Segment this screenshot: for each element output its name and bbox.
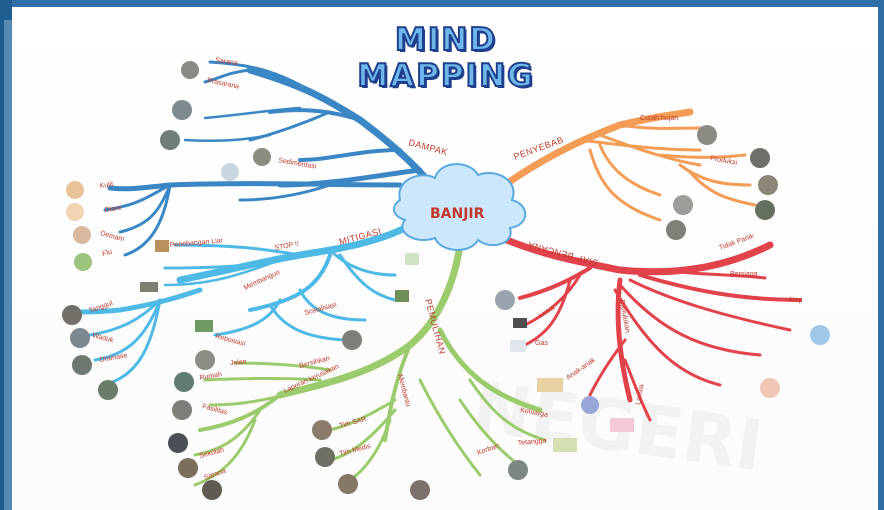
siap-item-8: Lansia [635, 384, 645, 406]
thumbnail-image [70, 328, 90, 348]
siap-item-1: Tidak Panik [718, 233, 755, 252]
thumbnail-image [342, 330, 362, 350]
page-title: MIND MAPPING [356, 21, 535, 95]
thumbnail-image [495, 290, 515, 310]
penyebab-item-2: Produksi [710, 155, 738, 167]
pemulihan-item-11: Keluarga [520, 407, 549, 419]
thumbnail-image [179, 59, 201, 81]
top-border [0, 0, 884, 7]
thumbnail-image [160, 130, 180, 150]
mitigasi-item-4: Reboisasi [214, 333, 246, 348]
branch-pemulihan [193, 241, 547, 487]
thumbnail-image [395, 290, 409, 302]
thumbnail-image [72, 355, 92, 375]
thumbnail-image [140, 282, 158, 292]
siap-item-7: Anak-anak [565, 356, 597, 381]
thumbnail-image [338, 474, 358, 494]
thumbnail-image [610, 418, 634, 432]
branch-penyebab [501, 108, 757, 222]
thumbnail-image [62, 305, 82, 325]
center-node: BANJIR [392, 163, 527, 251]
mitigasi-sublabel: STOP !! [274, 241, 300, 252]
thumbnail-image [168, 433, 188, 453]
left-border-highlight [4, 20, 12, 510]
thumbnail-image [810, 325, 830, 345]
thumbnail-image [195, 320, 213, 332]
siap-item-3: Atap [788, 297, 803, 304]
thumbnail-image [697, 125, 717, 145]
thumbnail-image [174, 372, 194, 392]
branch-dampak [103, 60, 444, 257]
thumbnail-image [513, 318, 527, 328]
dampak-item-4: Kulit [99, 181, 114, 190]
siap-item-5: Gas [535, 340, 548, 347]
dampak-label: DAMPAK [407, 137, 449, 157]
thumbnail-image [758, 175, 778, 195]
mitigasi-item-1: Penebangan Liar [170, 237, 224, 249]
mitigasi-item-6: Waduk [91, 332, 114, 344]
penyebab-item-1: Curah hujan [640, 115, 678, 122]
pemulihan-item-8: Membantu [396, 374, 411, 408]
thumbnail-image [66, 181, 84, 199]
penyebab-label: PENYEBAB [512, 135, 565, 162]
thumbnail-image [666, 220, 686, 240]
thumbnail-image [155, 240, 169, 252]
right-border [878, 0, 884, 510]
dampak-item-7: Flu [102, 249, 113, 258]
thumbnail-image [202, 480, 222, 500]
thumbnail-image [74, 253, 92, 271]
branch-siap-bencana [491, 231, 802, 422]
pemulihan-item-10: Tim Medis [339, 443, 372, 458]
dampak-item-2: Prasarana [207, 77, 240, 91]
thumbnail-image [510, 340, 526, 352]
thumbnail-image [172, 400, 192, 420]
thumbnail-image [221, 163, 239, 181]
pemulihan-item-4: Sekolah [199, 447, 225, 460]
thumbnail-image [537, 378, 563, 392]
thumbnail-image [581, 396, 599, 414]
thumbnail-image [178, 458, 198, 478]
branch-mitigasi [77, 224, 409, 387]
pemulihan-item-12: Tetangga [518, 437, 547, 446]
thumbnail-image [315, 447, 335, 467]
siap-item-2: Bersiaga [730, 271, 758, 278]
mitigasi-item-2: Membangun [243, 269, 281, 292]
thumbnail-image [312, 420, 332, 440]
dampak-item-1: Sarana [215, 57, 238, 67]
thumbnail-image [195, 350, 215, 370]
thumbnail-image [73, 226, 91, 244]
thumbnail-image [66, 203, 84, 221]
thumbnail-image [253, 148, 271, 166]
thumbnail-image [508, 460, 528, 480]
thumbnail-image [760, 378, 780, 398]
thumbnail-image [553, 438, 577, 452]
thumbnail-image [673, 195, 693, 215]
pemulihan-item-9: Tim SAR [339, 416, 368, 430]
thumbnail-image [410, 480, 430, 500]
pemulihan-item-2: Rumah [199, 371, 223, 382]
center-label: BANJIR [430, 206, 485, 222]
dampak-item-5: Diare [104, 205, 122, 214]
pemulihan-item-1: Jalan [230, 359, 247, 367]
mitigasi-item-7: Drainase [99, 352, 128, 364]
thumbnail-image [405, 253, 419, 265]
thumbnail-image [98, 380, 118, 400]
thumbnail-image [750, 148, 770, 168]
thumbnail-image [755, 200, 775, 220]
thumbnail-images [62, 59, 830, 500]
pemulihan-item-5: Sarana [203, 468, 227, 482]
thumbnail-image [172, 100, 192, 120]
